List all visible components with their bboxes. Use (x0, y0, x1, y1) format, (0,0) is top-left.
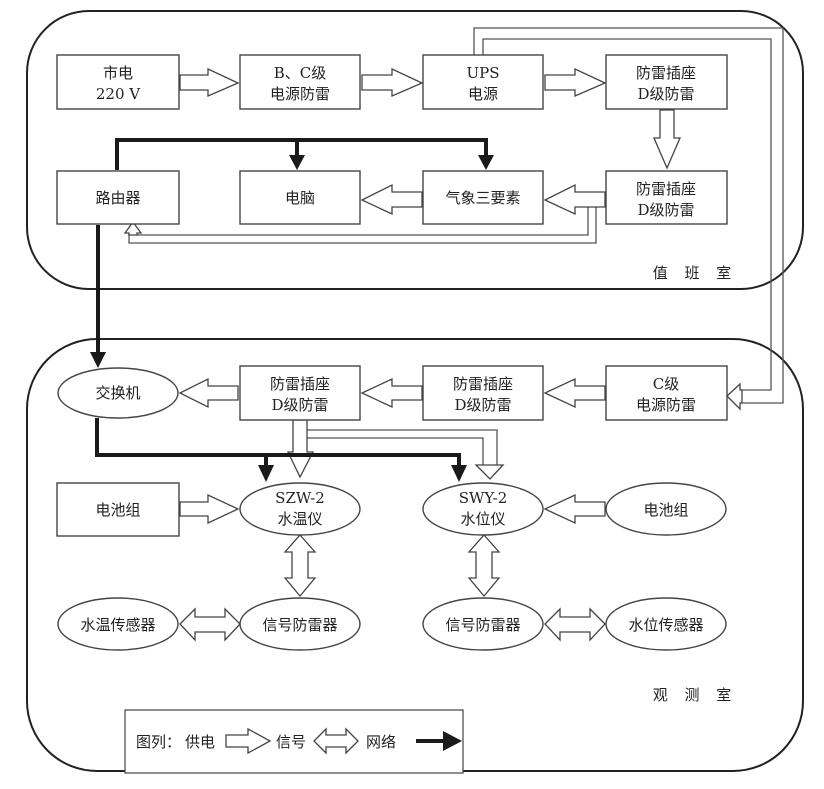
power-arrow-socket1-to-socket2 (653, 109, 681, 170)
node-socket-d3: 防雷插座 D级防雷 (239, 365, 361, 421)
node-socket-d4: 防雷插座 D级防雷 (422, 365, 544, 421)
node-signal-protector-left-label: 信号防雷器 (262, 616, 337, 634)
node-swy2-line2: 水位仪 (460, 510, 505, 528)
power-arrow-battery-to-swy2 (543, 493, 606, 525)
signal-arrow-swy2-to-protector (467, 534, 501, 598)
network-arrowhead-swy2 (451, 465, 467, 482)
legend-network-arrow-icon (443, 731, 462, 751)
node-socket-d4-line2: D级防雷 (454, 396, 511, 414)
legend-network-label: 网络 (366, 733, 396, 751)
power-arrow-battery-to-szw2 (179, 493, 240, 525)
power-arrow-weather-to-computer (360, 183, 423, 216)
legend-signal-arrow-icon (313, 727, 359, 755)
legend-title: 图列： (136, 733, 181, 751)
node-battery-left: 电池组 (56, 482, 180, 537)
node-signal-protector-left: 信号防雷器 (239, 597, 361, 651)
power-arrow-socket2-to-weather (543, 183, 606, 216)
node-socket-d3-line1: 防雷插座 (270, 375, 330, 393)
network-arrowhead-computer (289, 155, 305, 170)
node-signal-protector-right: 信号防雷器 (422, 597, 544, 651)
node-switch: 交换机 (57, 367, 179, 419)
duty-room-label: 值 班 室 (653, 264, 738, 282)
node-battery-left-label: 电池组 (95, 501, 140, 519)
ups-feed-line-outer (473, 27, 784, 404)
node-router: 路由器 (56, 170, 180, 225)
legend-power-label: 供电 (185, 733, 215, 751)
node-ups-line1: UPS (466, 64, 499, 82)
duty-room-outline (26, 10, 804, 290)
signal-arrow-protector-to-sensor-right (544, 607, 606, 642)
power-arrow-bc-to-ups (361, 67, 424, 97)
power-line-socket3-to-swy2-inner (307, 437, 484, 465)
power-arrow-socket4-to-socket3 (360, 377, 423, 409)
node-swy2-line1: SWY-2 (459, 489, 508, 507)
node-battery-right: 电池组 (605, 482, 727, 536)
node-level-sensor: 水位传感器 (605, 597, 727, 651)
node-c-surge: C级 电源防雷 (605, 365, 728, 421)
node-bc-surge: B、C级 电源防雷 (239, 54, 361, 110)
power-line-socket3-to-swy2-outer (307, 429, 498, 465)
network-arrowhead-switch (90, 352, 106, 368)
node-city-power-line1: 市电 (103, 64, 133, 82)
power-arrow-socket3-to-switch (178, 377, 239, 409)
node-socket-d1: 防雷插座 D级防雷 (605, 54, 728, 110)
power-arrow-csurge-to-socket4 (543, 377, 606, 409)
node-socket-d3-line2: D级防雷 (271, 396, 328, 414)
network-arrowhead-szw2 (258, 465, 274, 482)
legend-power-arrow-icon (225, 727, 272, 755)
node-ups-line2: 电源 (468, 85, 498, 103)
node-szw2-line1: SZW-2 (275, 489, 325, 507)
node-computer-label: 电脑 (285, 189, 315, 207)
power-arrow-city-to-bc (179, 67, 240, 97)
power-arrow-ups-to-socket (544, 67, 607, 97)
node-socket-d2-line1: 防雷插座 (636, 180, 696, 198)
node-temp-sensor: 水温传感器 (57, 597, 179, 651)
node-temp-sensor-label: 水温传感器 (80, 616, 155, 634)
node-szw2-line2: 水温仪 (277, 510, 322, 528)
node-city-power: 市电 220 V (56, 54, 180, 110)
node-city-power-line2: 220 V (96, 85, 141, 103)
node-swy2: SWY-2 水位仪 (422, 482, 544, 536)
network-line-router-to-devices (115, 138, 488, 170)
node-signal-protector-right-label: 信号防雷器 (445, 616, 520, 634)
c-surge-input-arrowhead (726, 382, 743, 411)
node-socket-d2: 防雷插座 D级防雷 (605, 170, 728, 225)
router-feed-line-outer (128, 203, 597, 244)
node-weather3-label: 气象三要素 (445, 189, 520, 207)
node-weather3: 气象三要素 (422, 170, 544, 225)
ups-feed-line-inner (482, 38, 772, 391)
legend-box (124, 709, 464, 774)
node-router-label: 路由器 (95, 189, 140, 207)
legend: 图列： 供电 信号 网络 (124, 709, 464, 774)
legend-signal-label: 信号 (276, 733, 306, 751)
node-ups: UPS 电源 (422, 54, 544, 110)
node-bc-surge-line1: B、C级 (274, 64, 327, 82)
node-c-surge-line1: C级 (653, 375, 679, 393)
node-battery-right-label: 电池组 (643, 501, 688, 519)
node-socket-d1-line2: D级防雷 (637, 85, 694, 103)
node-level-sensor-label: 水位传感器 (628, 616, 703, 634)
node-socket-d2-line2: D级防雷 (637, 201, 694, 219)
node-szw2: SZW-2 水温仪 (239, 482, 361, 536)
node-switch-label: 交换机 (95, 384, 140, 402)
node-bc-surge-line2: 电源防雷 (270, 85, 330, 103)
network-arrowhead-weather (478, 155, 494, 170)
power-arrow-socket3-to-szw2 (286, 419, 315, 479)
signal-arrow-sensor-to-protector-left (179, 607, 241, 642)
observation-room-label: 观 测 室 (653, 686, 738, 704)
node-socket-d4-line1: 防雷插座 (453, 375, 513, 393)
node-socket-d1-line1: 防雷插座 (636, 64, 696, 82)
node-c-surge-line2: 电源防雷 (636, 396, 696, 414)
power-arrowhead-swy2 (474, 464, 505, 480)
signal-arrow-szw2-to-protector (283, 534, 317, 598)
node-computer: 电脑 (239, 170, 361, 225)
network-line-switch-to-instruments (95, 418, 461, 470)
